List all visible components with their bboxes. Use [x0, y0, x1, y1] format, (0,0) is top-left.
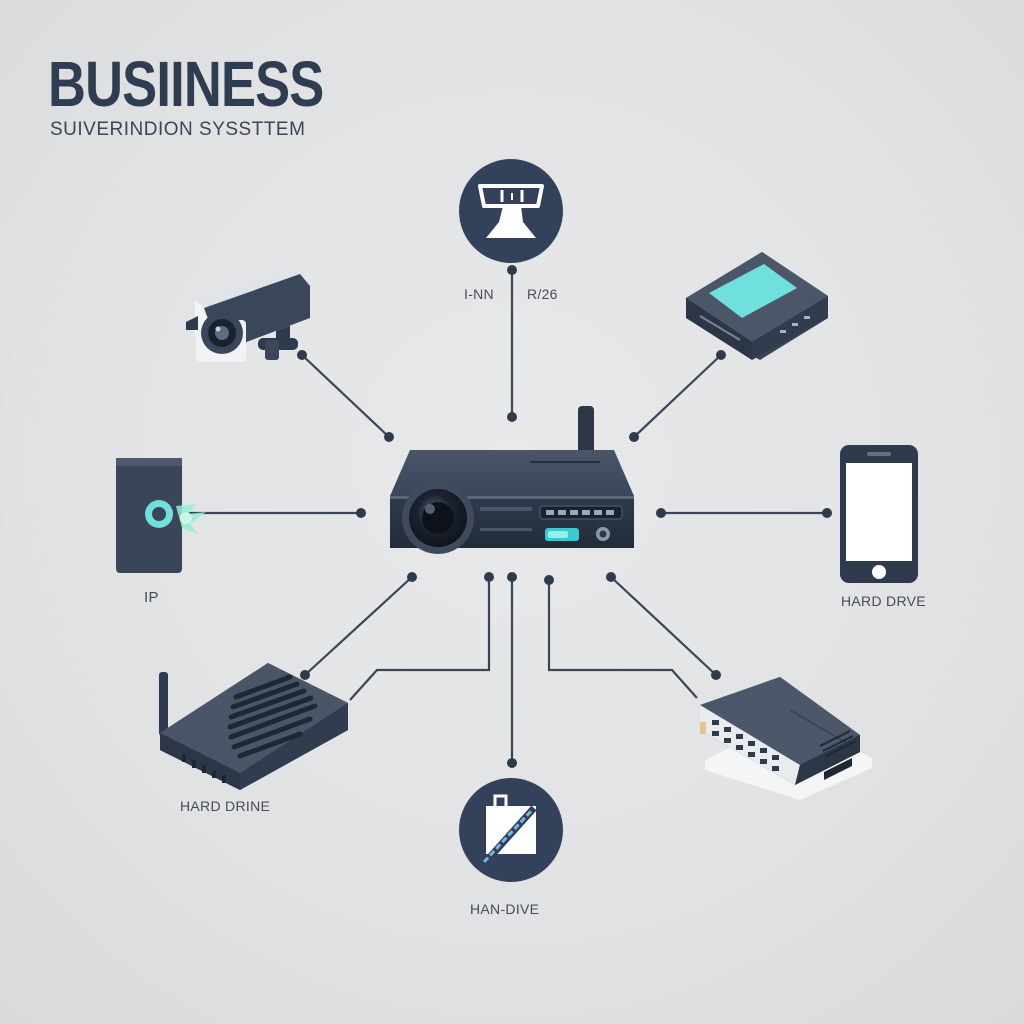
tablet-device-icon — [686, 252, 828, 360]
connector-lines — [185, 270, 827, 763]
label-right-device: HARD DRVE — [841, 593, 926, 609]
page-subtitle: SUIVERINDION SYSSTTEM — [50, 119, 306, 140]
smartphone-icon — [840, 445, 918, 583]
page-title: BUSIINESS — [48, 48, 324, 120]
security-camera-icon — [186, 266, 310, 362]
connector-camera — [301, 354, 390, 438]
nvr-display — [539, 505, 623, 520]
label-top-left: I-NN — [464, 286, 494, 302]
document-pen-icon — [459, 778, 563, 882]
label-left-device: IP — [144, 589, 159, 606]
connector-switch — [610, 576, 717, 676]
central-nvr-device — [390, 406, 634, 554]
user-monitor-icon — [459, 159, 563, 263]
connector-switch-elbow — [547, 580, 698, 699]
network-switch-icon — [700, 677, 872, 800]
label-bottom-left-device: HARD DRINE — [180, 798, 271, 814]
label-bottom-device: HAN-DIVE — [470, 901, 540, 917]
connector-router — [304, 576, 413, 676]
connector-tablet — [633, 354, 722, 438]
panel-device-icon — [116, 458, 206, 573]
connector-router-elbow — [349, 577, 491, 701]
connector-dots — [297, 265, 832, 768]
router-icon — [159, 663, 348, 790]
label-top-right: R/26 — [527, 286, 558, 302]
